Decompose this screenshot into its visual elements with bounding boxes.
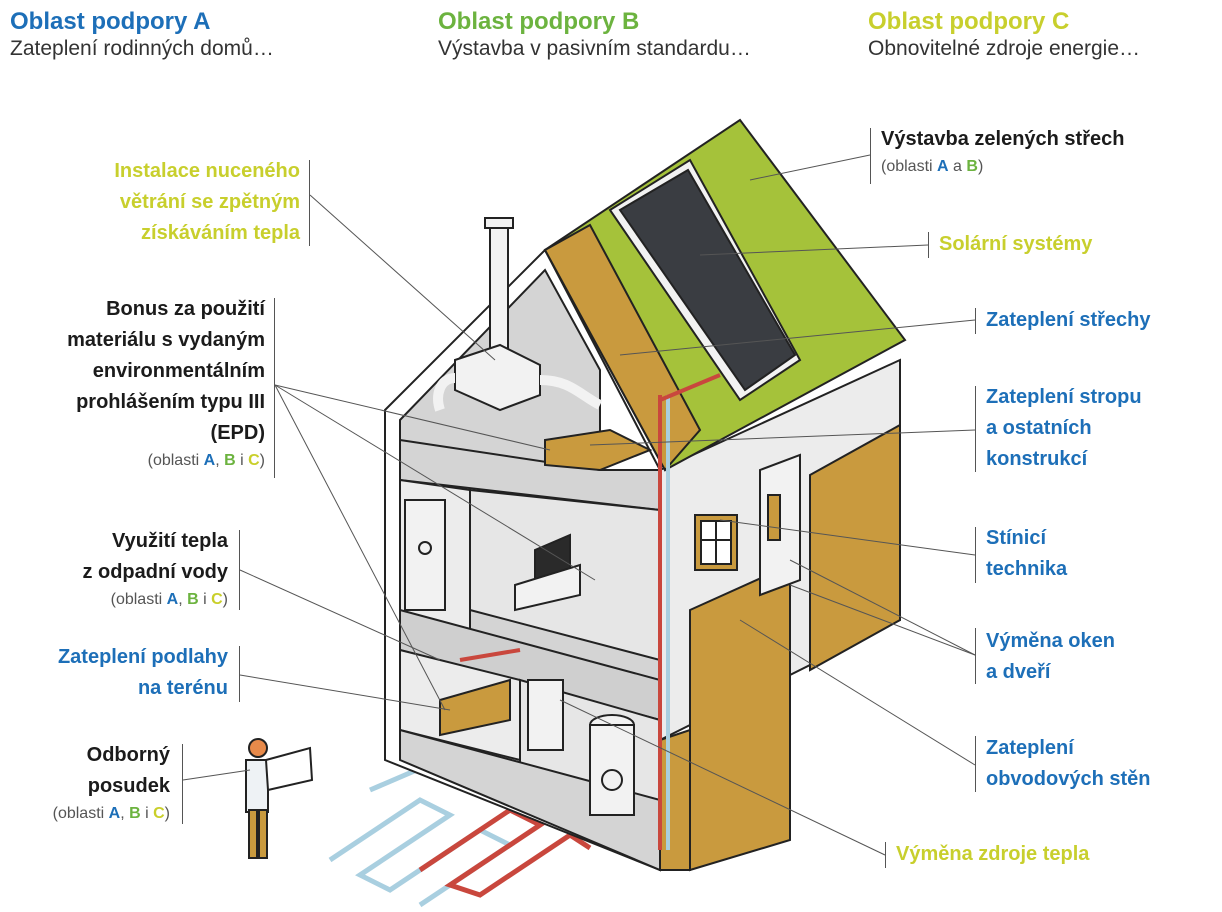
- header-a-subtitle: Zateplení rodinných domů…: [10, 37, 274, 60]
- label-solar-line1: Solární systémy: [939, 233, 1093, 255]
- bracket-ceiling: [975, 386, 976, 472]
- label-floor-line2: na terénu: [137, 677, 228, 699]
- label-epd-note: (oblasti A, B i C): [147, 452, 265, 469]
- label-floor-line1: Zateplení podlahy: [57, 646, 228, 668]
- solar-panel: [618, 168, 797, 392]
- label-wastewater-line1: Využití tepla: [112, 530, 228, 552]
- ventilation-unit: [433, 343, 603, 412]
- header-c-title: Oblast podpory C: [868, 8, 1070, 35]
- label-heat-source: Výměna zdroje tepla: [896, 839, 1089, 870]
- label-ventilation-line1: Instalace nuceného: [114, 160, 300, 182]
- label-walls-line1: Zateplení: [986, 737, 1074, 759]
- expert-person: [245, 738, 314, 859]
- bracket-expert: [182, 744, 183, 824]
- label-windows: Výměna oken a dveří: [986, 626, 1115, 688]
- label-ceiling-line2: a ostatních: [986, 417, 1092, 439]
- label-walls: Zateplení obvodových stěn: [986, 733, 1150, 795]
- label-ventilation-line3: získáváním tepla: [141, 222, 300, 244]
- header-b-subtitle: Výstavba v pasivním standardu…: [438, 37, 751, 60]
- door: [759, 453, 801, 597]
- header-area-a: Oblast podpory A Zateplení rodinných dom…: [10, 8, 274, 62]
- bracket-floor: [239, 646, 240, 702]
- label-epd-line3: environmentálním: [92, 360, 265, 382]
- leader-lines: [182, 154, 976, 856]
- label-green-roof: Výstavba zelených střech (oblasti A a B): [881, 124, 1124, 179]
- label-expert-note: (oblasti A, B i C): [52, 805, 170, 822]
- ceiling-insulation: [544, 428, 653, 472]
- label-wastewater: Využití tepla z odpadní vody (oblasti A,…: [82, 526, 228, 612]
- label-roof-insulation: Zateplení střechy: [986, 305, 1151, 336]
- label-ceiling-line3: konstrukcí: [986, 448, 1088, 470]
- label-ventilation: Instalace nuceného větrání se zpětným zí…: [114, 156, 300, 249]
- label-ceiling-line1: Zateplení stropu: [986, 386, 1142, 408]
- label-epd-line1: Bonus za použití: [106, 298, 265, 320]
- header-b-title: Oblast podpory B: [438, 8, 640, 35]
- label-green-roof-note: (oblasti A a B): [881, 158, 984, 175]
- bracket-wastewater: [239, 530, 240, 610]
- window: [694, 514, 738, 571]
- bracket-walls: [975, 736, 976, 792]
- label-ventilation-line2: větrání se zpětným: [119, 191, 300, 213]
- header-area-b: Oblast podpory B Výstavba v pasivním sta…: [438, 8, 751, 62]
- label-epd-line4: prohlášením typu III: [76, 391, 265, 413]
- label-expert-line1: Odborný: [86, 744, 170, 766]
- shower: [404, 499, 446, 611]
- label-green-roof-line1: Výstavba zelených střech: [881, 128, 1125, 150]
- label-expert-line2: posudek: [87, 775, 170, 797]
- bracket-epd: [274, 298, 275, 478]
- label-epd: Bonus za použití materiálu s vydaným env…: [67, 294, 265, 473]
- header-a-title: Oblast podpory A: [10, 8, 211, 35]
- label-shading-line1: Stínicí: [986, 527, 1047, 549]
- bracket-roof-insulation: [975, 308, 976, 334]
- heat-pipes: [459, 373, 721, 850]
- label-expert: Odborný posudek (oblasti A, B i C): [53, 740, 170, 826]
- tv: [514, 533, 581, 612]
- label-epd-line2: materiálu s vydaným: [67, 329, 265, 351]
- header-c-subtitle: Obnovitelné zdroje energie…: [868, 37, 1140, 60]
- label-windows-line1: Výměna oken: [986, 630, 1115, 652]
- chimney: [489, 224, 509, 366]
- bracket-shading: [975, 527, 976, 583]
- bracket-green-roof: [870, 128, 871, 184]
- label-floor: Zateplení podlahy na terénu: [58, 642, 228, 704]
- bracket-ventilation: [309, 160, 310, 246]
- label-ceiling: Zateplení stropu a ostatních konstrukcí: [986, 382, 1142, 475]
- boiler: [527, 679, 635, 816]
- label-walls-line2: obvodových stěn: [986, 768, 1151, 790]
- label-epd-line5: (EPD): [210, 422, 265, 444]
- label-windows-line2: a dveří: [986, 661, 1051, 683]
- label-solar: Solární systémy: [939, 229, 1092, 260]
- bracket-windows: [975, 628, 976, 684]
- bracket-heat-source: [885, 842, 886, 868]
- label-heat-source-line1: Výměna zdroje tepla: [896, 843, 1090, 865]
- label-shading: Stínicí technika: [986, 523, 1067, 585]
- label-wastewater-note: (oblasti A, B i C): [110, 591, 228, 608]
- floor-insulation: [439, 678, 511, 737]
- label-wastewater-line2: z odpadní vody: [82, 561, 228, 583]
- label-shading-line2: technika: [986, 558, 1068, 580]
- header-area-c: Oblast podpory C Obnovitelné zdroje ener…: [868, 8, 1140, 62]
- bracket-solar: [928, 232, 929, 258]
- label-roof-insulation-line1: Zateplení střechy: [986, 309, 1151, 331]
